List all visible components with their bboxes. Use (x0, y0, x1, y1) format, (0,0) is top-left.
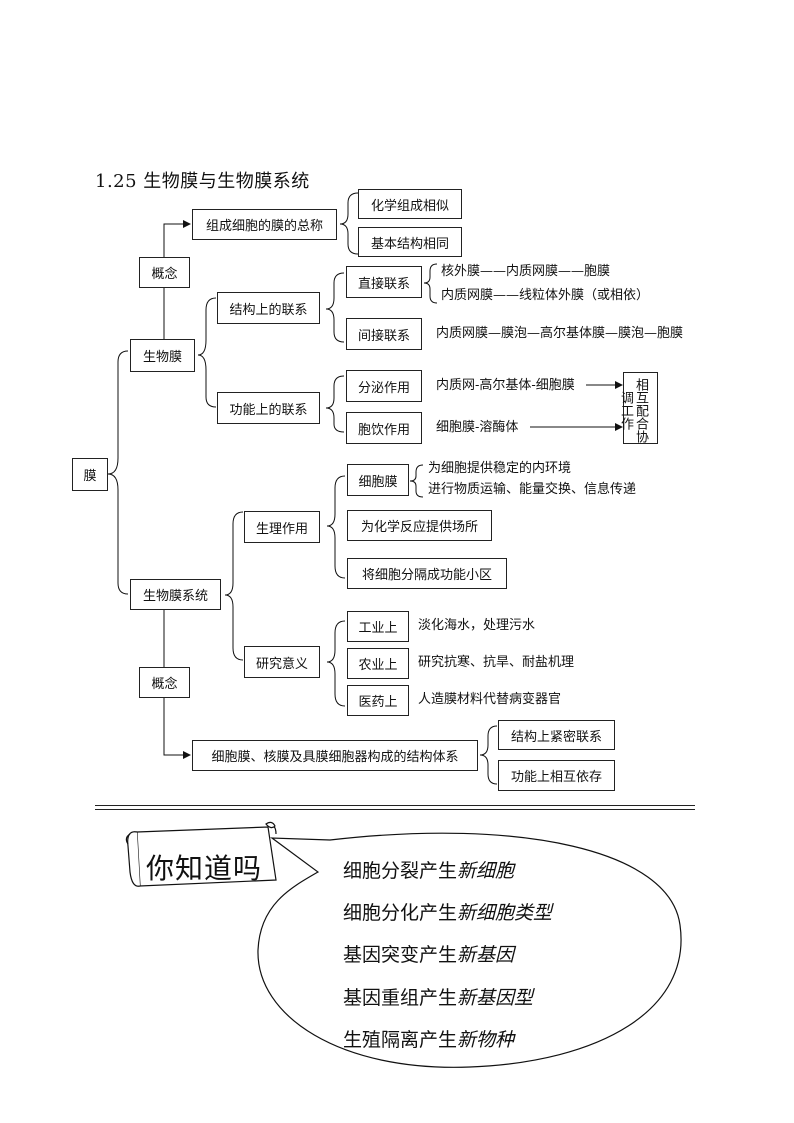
node-xibaomo: 细胞膜 (347, 464, 409, 496)
text-hewaimo: 核外膜——内质网膜——胞膜 (441, 264, 611, 279)
brace-gongneng (325, 375, 345, 433)
node-jianjie: 间接联系 (346, 318, 422, 350)
fact-item: 基因突变产生新基因 (343, 940, 514, 967)
brace-zhijie (423, 263, 438, 304)
node-shengli: 生理作用 (244, 511, 320, 543)
line-gainian-tixi (163, 697, 191, 759)
node-jiegou: 结构上的联系 (217, 292, 320, 324)
node-nongye: 农业上 (347, 648, 409, 679)
node-huaxue: 化学组成相似 (358, 189, 462, 219)
node-gongneng: 功能上的联系 (217, 392, 320, 424)
fact-emphasis: 新物种 (457, 1029, 515, 1051)
fact-prefix: 基因重组产生 (343, 987, 458, 1009)
brace-shengwumo (197, 297, 217, 408)
fact-item: 细胞分裂产生新细胞 (343, 856, 514, 883)
node-jinmi: 结构上紧密联系 (498, 720, 615, 750)
page-title: 1.25 生物膜与生物膜系统 (95, 171, 310, 192)
node-baoyin: 胞饮作用 (346, 412, 422, 444)
node-changsuo: 为化学反应提供场所 (347, 510, 492, 541)
node-zhijie: 直接联系 (346, 266, 422, 298)
text-jianjie-path: 内质网膜—膜泡—高尔基体膜—膜泡—胞膜 (436, 326, 684, 341)
node-fenmi: 分泌作用 (346, 370, 422, 402)
fact-emphasis: 新基因 (457, 944, 515, 966)
node-gongye: 工业上 (347, 611, 409, 642)
fact-prefix: 生殖隔离产生 (343, 1029, 458, 1051)
node-tixi: 细胞膜、核膜及具膜细胞器构成的结构体系 (192, 740, 478, 771)
separator-line-bottom (95, 809, 695, 810)
brace-zucheng (339, 192, 359, 255)
brace-yanjiu (326, 620, 346, 707)
fact-emphasis: 新细胞类型 (457, 902, 553, 924)
brace-xibaomo (409, 464, 424, 498)
fact-emphasis: 新细胞 (457, 860, 515, 882)
fact-prefix: 细胞分化产生 (343, 902, 458, 924)
node-xiaoqu: 将细胞分隔成功能小区 (347, 558, 507, 589)
fact-item: 基因重组产生新基因型 (343, 983, 533, 1010)
node-yiyao: 医药上 (347, 685, 409, 716)
text-baoyin-path: 细胞膜-溶酶体 (436, 420, 519, 435)
text-yiyao: 人造膜材料代替病变器官 (418, 692, 562, 707)
node-xitong: 生物膜系统 (130, 579, 221, 610)
brace-shengli (326, 475, 346, 579)
node-yicun: 功能上相互依存 (498, 760, 615, 791)
brace-mo (107, 350, 129, 595)
callout-ellipse (257, 832, 682, 1068)
node-gainian-1: 概念 (139, 257, 190, 288)
node-zucheng: 组成细胞的膜的总称 (192, 209, 337, 240)
fact-item: 细胞分化产生新细胞类型 (343, 898, 552, 925)
brace-jiegou (325, 272, 345, 343)
fact-prefix: 基因突变产生 (343, 944, 458, 966)
text-neizhiwang: 内质网膜——线粒体外膜（或相依） (441, 288, 650, 303)
text-fenmi-path: 内质网-高尔基体-细胞膜 (436, 378, 575, 393)
node-mo: 膜 (72, 458, 108, 491)
line-gainian-zucheng (163, 220, 191, 258)
fact-prefix: 细胞分裂产生 (343, 860, 458, 882)
node-xianghu: 相互配合协调工作 (618, 372, 658, 444)
fact-item: 生殖隔离产生新物种 (343, 1025, 514, 1052)
node-yanjiu: 研究意义 (244, 646, 320, 678)
text-xianghu: 相互配合协调工作 (618, 378, 648, 443)
text-huanjing: 为细胞提供稳定的内环境 (428, 461, 572, 476)
brace-xitong (224, 511, 244, 661)
banner-title: 你知道吗 (146, 852, 263, 885)
node-shengwumo: 生物膜 (130, 339, 195, 372)
text-nongye: 研究抗寒、抗旱、耐盐机理 (418, 655, 575, 670)
fact-emphasis: 新基因型 (457, 987, 534, 1009)
separator-line-top (95, 805, 695, 806)
brace-tixi (479, 725, 498, 785)
text-wuzhi: 进行物质运输、能量交换、信息传递 (428, 482, 637, 497)
text-gongye: 淡化海水，处理污水 (418, 618, 536, 633)
node-gainian-2: 概念 (139, 667, 190, 698)
node-jiben: 基本结构相同 (358, 227, 462, 257)
